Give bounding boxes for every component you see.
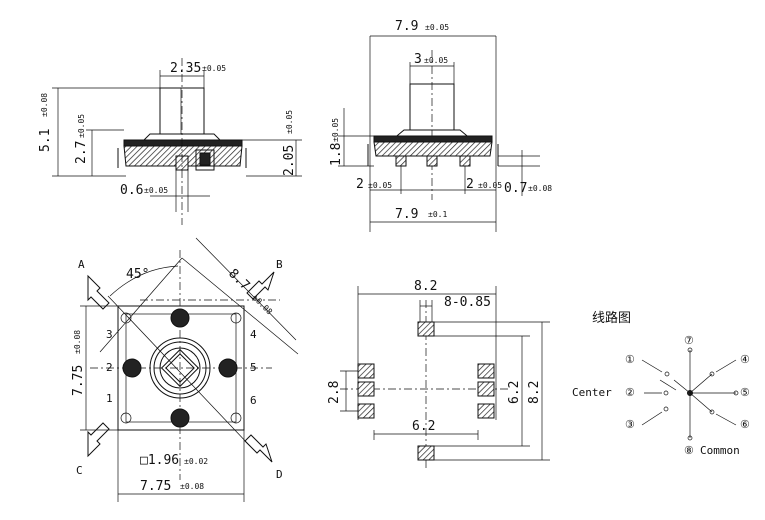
arrow-a-icon [87,274,110,310]
dim-front-stem-width: 3 [414,52,422,67]
dim-top-square: □1.96 [140,453,179,468]
dim-side-stem-height-tol: ±0.05 [77,114,86,138]
pad-right-2 [477,381,495,397]
pad-left-1 [357,363,375,379]
direction-b-label: B [276,258,283,271]
front-lead-center [426,155,438,167]
pad-bottom [417,445,435,461]
arrow-c-icon [87,422,110,458]
dim-pad-width: 8.2 [414,279,437,294]
side-view: 2.35 ±0.05 5.1 ±0.08 2.7 ±0.05 2.05 ±0.0… [38,58,302,225]
dim-side-body-height: 2.05 [282,145,297,176]
dim-front-right-pitch: 2 [466,177,474,192]
pin-3-label: 3 [106,328,113,341]
dim-front-lead: 0.7 [504,181,527,196]
dim-front-bottom-width-tol: ±0.1 [428,210,447,219]
dim-front-right-pitch-tol: ±0.05 [478,181,502,190]
pin-2-label: 2 [106,361,113,374]
direction-a-label: A [78,258,85,271]
dim-top-height-tol: ±0.08 [73,330,82,354]
pin-4-label: 4 [250,328,257,341]
direction-c-label: C [76,464,83,477]
dim-front-bottom-width: 7.9 [395,207,418,222]
pad-right-3 [477,403,495,419]
direction-d-label: D [276,468,283,481]
node-3-label: ③ [625,418,635,431]
node-8-label: ⑧ [684,444,694,457]
pad-layout: 8.2 8-0.85 2.8 6.2 6.2 8.2 [327,279,550,470]
arrow-d-icon [244,434,273,463]
dim-pad-pitch-v: 2.8 [327,381,342,404]
node-6-label: ⑥ [740,418,750,431]
node-1-label: ① [625,353,635,366]
dim-front-top-width: 7.9 [395,19,418,34]
dim-top-width-tol: ±0.08 [180,482,204,491]
dim-front-left-pitch: 2 [356,177,364,192]
dim-front-height: 1.8 [329,143,344,166]
dim-pad-inner-h: 6.2 [412,419,435,434]
dim-side-total-height-tol: ±0.08 [40,93,49,117]
dim-side-lead-tol: ±0.05 [144,186,168,195]
top-knob-outer [149,337,211,399]
circuit-diagram: 线路图 Center Common ① ② ③ ④ ⑤ ⑥ ⑦ ⑧ [572,310,750,457]
dim-side-body-height-tol: ±0.05 [285,110,294,134]
dim-front-left-pitch-tol: ±0.05 [368,181,392,190]
pad-top [417,321,435,337]
dim-pad-size: 8-0.85 [444,295,491,310]
pad-left-2 [357,381,375,397]
node-4-label: ④ [740,353,750,366]
circuit-common-label: Common [700,444,740,457]
dim-front-height-tol: ±0.05 [331,118,340,142]
node-7-label: ⑦ [684,334,694,347]
dim-top-width: 7.75 [140,479,171,494]
top-knob-square [160,348,200,388]
dim-front-stem-width-tol: ±0.05 [424,56,448,65]
pad-left-3 [357,403,375,419]
dim-side-width: 2.35 [170,61,201,76]
circuit-center-label: Center [572,386,612,399]
front-view: 7.9 ±0.05 3 ±0.05 1.8 ±0.05 2 ±0.05 2 ±0… [329,19,552,232]
dim-side-stem-height: 2.7 [74,141,89,164]
dim-pad-inner-v: 6.2 [507,381,522,404]
arrow-b-icon [246,271,275,300]
pin-5-label: 5 [250,361,257,374]
dim-side-lead: 0.6 [120,183,143,198]
dim-front-top-width-tol: ±0.05 [425,23,449,32]
dim-top-height: 7.75 [71,365,86,396]
dim-top-square-tol: ±0.02 [184,457,208,466]
front-stem [409,83,455,131]
pad-right-1 [477,363,495,379]
pin-6-label: 6 [250,394,257,407]
dim-top-diag-tol: ±0.08 [251,293,275,317]
dim-top-diag: 8.7 [225,266,252,293]
dim-side-width-tol: ±0.05 [202,64,226,73]
node-5-label: ⑤ [740,386,750,399]
front-lead-right [459,155,471,167]
dim-pad-outer-v: 8.2 [527,381,542,404]
dim-top-angle: 45° [126,267,149,282]
front-top-plate [373,135,493,143]
front-body [373,141,493,157]
side-top-plate [123,139,243,147]
dim-side-total-height: 5.1 [38,129,53,152]
node-2-label: ② [625,386,635,399]
front-lead-left [395,155,407,167]
dim-front-lead-tol: ±0.08 [528,184,552,193]
circuit-title: 线路图 [592,310,631,326]
top-view: 45° 8.7 ±0.08 1 2 3 4 5 6 7.75 ±0.08 [71,237,299,502]
pin-1-label: 1 [106,392,113,405]
